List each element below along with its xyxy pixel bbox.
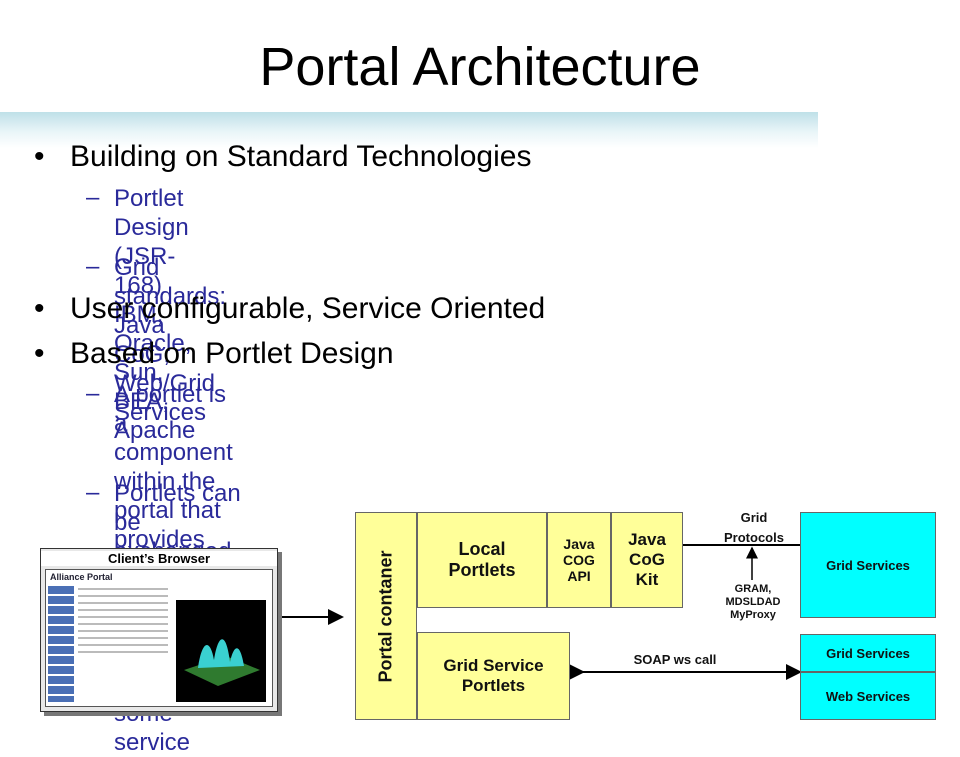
bullet-dot: •	[34, 337, 45, 370]
java-cog-kit-line: Kit	[635, 570, 659, 589]
java-cog-kit-line: CoG	[629, 550, 665, 569]
java-cog-api-line: Java	[563, 536, 595, 552]
grid-protocols-label: Grid Protocols	[718, 508, 790, 548]
local-portlets-line: Local	[458, 539, 506, 559]
browser-caption: Client’s Browser	[41, 551, 277, 566]
grid-service-portlets-box: Grid Service Portlets	[417, 632, 570, 720]
local-portlets-box: Local Portlets	[417, 512, 547, 608]
local-portlets-line: Portlets	[448, 560, 516, 580]
java-cog-api-line: COG	[563, 552, 595, 568]
java-cog-kit-box: Java CoG Kit	[611, 512, 683, 608]
sub-text-line: Portlet Design (JSR-168) IBM, Oracle, Su…	[114, 185, 192, 386]
diagram-connectors	[276, 544, 802, 680]
web-services-label: Web Services	[825, 688, 911, 704]
sub-dash: –	[86, 184, 100, 211]
soap-label: SOAP ws call	[633, 652, 717, 667]
portal-container-box: Portal contaner	[355, 512, 417, 720]
sub-dash: –	[86, 479, 100, 506]
gram-label-line: GRAM,	[734, 583, 772, 595]
sub-dash: –	[86, 380, 100, 407]
gram-label-line: MyProxy	[730, 609, 776, 621]
sub-dash: –	[86, 253, 100, 280]
bullet-dot: •	[34, 292, 45, 325]
bullet-text: Based on Portlet Design	[70, 337, 394, 370]
java-cog-api-box: Java COG API	[547, 512, 611, 608]
grid-services-top-label: Grid Services	[826, 557, 910, 573]
browser-content-lines	[78, 588, 168, 658]
grid-protocols-line: Protocols	[724, 530, 784, 545]
grid-protocols-line: Grid	[740, 510, 768, 525]
browser-3d-plot-image	[176, 600, 266, 702]
grid-service-portlets-line: Portlets	[461, 676, 526, 695]
bullet-text: Building on Standard Technologies	[70, 140, 532, 173]
bullet-text: User configurable, Service Oriented	[70, 292, 546, 325]
title-band	[0, 112, 818, 148]
browser-nav-column	[48, 586, 74, 702]
sub-text-line: Grid standards: Java CoG, Web/Grid Servi…	[114, 254, 227, 426]
grid-services-top-box: Grid Services	[800, 512, 936, 618]
clients-browser-screenshot: Client’s Browser Alliance Portal	[40, 548, 278, 712]
portal-container-label: Portal contaner	[375, 549, 396, 683]
gram-label-line: MDSLDAD	[725, 596, 781, 608]
slide-title: Portal Architecture	[259, 37, 701, 97]
gram-label: GRAM, MDSLDAD MyProxy	[718, 583, 788, 622]
browser-page: Alliance Portal	[45, 569, 273, 707]
java-cog-kit-line: Java	[628, 530, 666, 549]
plot-graphic	[184, 639, 260, 686]
grid-services-bottom-box: Grid Services	[800, 634, 936, 672]
bullet-dot: •	[34, 140, 45, 173]
web-services-box: Web Services	[800, 672, 936, 720]
grid-services-bottom-label: Grid Services	[826, 645, 910, 661]
sub-text-line: BEA, Apache	[114, 388, 196, 444]
browser-title: Alliance Portal	[50, 572, 113, 582]
java-cog-api-line: API	[567, 568, 591, 584]
sub-text-line: A portlet is a component within the port…	[114, 381, 233, 524]
grid-service-portlets-line: Grid Service	[443, 656, 544, 675]
